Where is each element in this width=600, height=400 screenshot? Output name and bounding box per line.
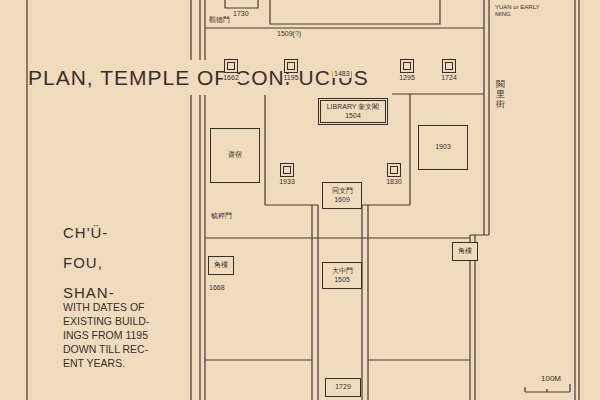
plan-label: 1730	[232, 10, 250, 18]
building-label: 1830	[386, 178, 402, 186]
building-box: 1729	[325, 378, 361, 397]
pavilion-inner	[403, 62, 411, 70]
plan-label: 毓粹門	[210, 212, 233, 220]
building-label: 1505	[334, 276, 350, 284]
building-label: 角樓	[214, 261, 228, 269]
building-label: 大中門	[332, 267, 353, 275]
library-hall: LIBRARY 奎文閣1504	[318, 98, 388, 125]
building-box: 角樓	[452, 242, 478, 261]
building-box: 大中門1505	[322, 262, 362, 289]
pavilion-symbol	[442, 59, 456, 73]
building-label: 1662	[223, 74, 239, 82]
plan-label: 1483	[333, 70, 351, 78]
pavilion-symbol	[400, 59, 414, 73]
pavilion-inner	[227, 62, 235, 70]
caption-text: WITH DATES OF EXISTING BUILD- INGS FROM …	[62, 300, 164, 370]
building-label: 1504	[345, 112, 361, 120]
court-wall	[205, 359, 470, 360]
pavilion-symbol	[387, 163, 401, 177]
building-box: 同文門1609	[322, 182, 362, 209]
title-text: PLAN, TEMPLE OF CONFUCIUS	[28, 60, 369, 95]
pavilion: 1195	[282, 58, 300, 83]
scale-label: 100M	[540, 374, 562, 383]
pavilion-symbol	[224, 59, 238, 73]
building-label: 齋宿	[228, 151, 242, 159]
pavilion: 1830	[385, 162, 403, 187]
plan-label: 1668	[208, 284, 226, 292]
building-label: 1609	[334, 196, 350, 204]
building-box: 角樓	[208, 256, 234, 275]
building-label: 同文門	[332, 187, 353, 195]
pavilion-inner	[283, 166, 291, 174]
pavilion: 1295	[398, 58, 416, 83]
pavilion-inner	[390, 166, 398, 174]
title: PLAN, TEMPLE OF CONFUCIUS	[28, 60, 190, 95]
court-wall	[265, 94, 410, 205]
plan-label: 觀德門	[208, 16, 231, 24]
plan-label: 闕里街	[495, 80, 506, 110]
cross-wall	[205, 237, 470, 238]
scale-bar	[525, 384, 570, 392]
pavilion: 1724	[440, 58, 458, 83]
building-label: 1295	[399, 74, 415, 82]
axis-avenue	[312, 205, 368, 400]
building-label: 1724	[441, 74, 457, 82]
hall-outline	[225, 0, 440, 24]
pavilion: 1933	[278, 162, 296, 187]
pavilion-inner	[445, 62, 453, 70]
outer-wall	[470, 0, 489, 400]
building-label: 1903	[435, 143, 451, 151]
plan-label: 1509(?)	[276, 30, 302, 38]
building-box: 齋宿	[210, 128, 260, 183]
building-label: LIBRARY 奎文閣	[327, 103, 380, 111]
frame-line	[27, 0, 579, 400]
pavilion-symbol	[280, 163, 294, 177]
building-box: 1903	[418, 125, 468, 170]
pavilion: 1662	[222, 58, 240, 83]
pavilion-inner	[287, 62, 295, 70]
building-label: 1729	[335, 383, 351, 391]
building-label: 1195	[283, 74, 298, 82]
pavilion-symbol	[284, 59, 298, 73]
building-label: 1933	[279, 178, 295, 186]
building-label: 角樓	[458, 247, 472, 255]
plan-label: YUAN or EARLY MING	[494, 4, 556, 18]
court-wall	[205, 27, 484, 28]
